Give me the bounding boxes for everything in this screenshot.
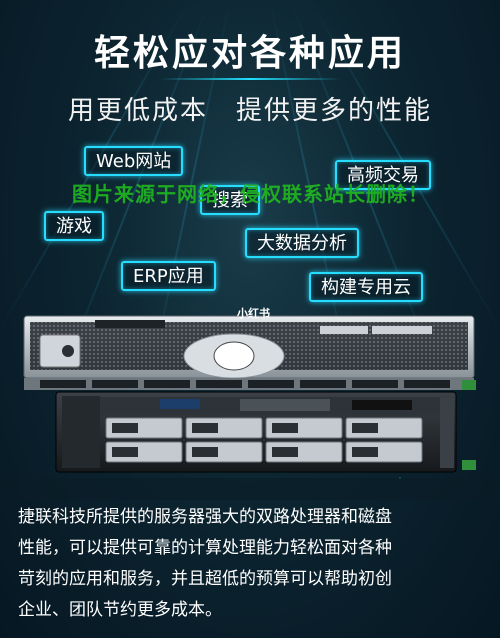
- description-line: 捷联科技所提供的服务器强大的双路处理器和磁盘: [18, 507, 392, 527]
- tag-trading: 高频交易: [335, 160, 431, 190]
- title-underline: [160, 78, 340, 80]
- tag-search: 搜索: [200, 185, 260, 215]
- description-paragraph: 捷联科技所提供的服务器强大的双路处理器和磁盘 性能，可以提供可靠的计算处理能力轻…: [18, 502, 486, 626]
- tag-private-cloud: 构建专用云: [309, 272, 423, 302]
- tag-game: 游戏: [44, 211, 104, 241]
- watermark-text: 图片来源于网络，侵权联系站长删除！: [72, 182, 429, 206]
- server-watermark-label: 小红书: [237, 307, 270, 320]
- page-subtitle: 用更低成本 提供更多的性能: [67, 96, 432, 126]
- tag-erp: ERP应用: [121, 261, 216, 291]
- server-illustration: [0, 315, 500, 500]
- description-line: 性能，可以提供可靠的计算处理能力轻松面对各种: [18, 538, 392, 558]
- description-line: 苛刻的应用和服务，并且超低的预算可以帮助初创: [18, 569, 392, 589]
- bottom-server: [55, 391, 457, 473]
- description-line: 企业、团队节约更多成本。: [18, 600, 222, 620]
- tag-bigdata: 大数据分析: [245, 228, 359, 258]
- top-server: [23, 315, 475, 390]
- page-title: 轻松应对各种应用: [93, 33, 406, 74]
- tag-web: Web网站: [84, 146, 184, 176]
